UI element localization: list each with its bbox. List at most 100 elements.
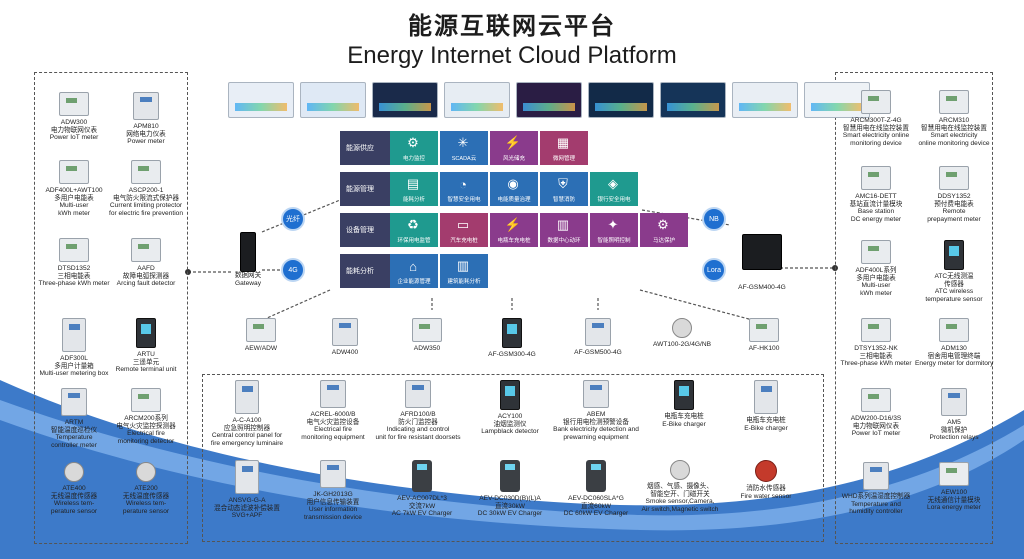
module-label: 能耗分析 [340,254,390,288]
device-label-line: DC 30kW EV Charger [477,510,543,518]
device-label-line: 多用户计量箱 [54,362,94,370]
bottom-device-frame [202,374,824,542]
device-label-line: 油烟监测仪 [493,420,527,428]
device-label-line: online monitoring device [918,139,990,147]
device-label-line: 宿舍用电管理终端 [927,352,981,360]
gateway-label-line: 数据网关 [234,272,262,279]
module-tile[interactable]: ✦智能照明控制 [590,213,638,247]
device-cabinet-icon [235,460,259,494]
module-tile[interactable]: ◔智慧安全用电 [440,172,488,206]
device-label-line: ADF400L系列 [855,267,897,274]
device-label-line: prewarning equipment [563,433,629,441]
dashboard-screenshot-thumbnail [660,82,726,118]
right-device-frame [835,72,993,544]
connector-middle-left [257,289,331,323]
device-item: AF-HK100 [722,318,806,353]
device-label-line: AEV-AC007DL*3 [397,495,447,502]
enterprise-icon: ⌂ [409,258,417,274]
device-din-meter-icon [939,462,969,486]
device-label-line: prepayment meter [927,215,981,223]
thumbnail-chart-bar [667,103,719,111]
device-label-line: E-Bike charger [744,424,788,432]
module-tile[interactable]: ◈银行安全用电 [590,172,638,206]
device-label-line: 交流7kW [408,502,436,510]
device-label-line: JK-GH2013G [313,491,353,498]
device-label-line: Multi-user [59,202,89,210]
module-tile[interactable]: ⛨智慧消防 [540,172,588,206]
left-connector-dot [185,269,191,275]
device-label-line: AFRD100/B [400,411,436,418]
analysis-icon: ▤ [406,176,420,191]
device-label-line: 电气火灾监控设备 [306,418,360,426]
device-din-meter-icon [861,166,891,190]
device-label-line: Smart electricity online [842,132,910,140]
device-label-line: ATE400 [62,485,86,492]
module-tile[interactable]: ▭汽车充电桩 [440,213,488,247]
device-label-line: E-Bike charger [662,420,706,428]
device-label-line: DC energy meter [850,215,902,223]
module-tile-label: 智慧消防 [552,197,575,203]
device-label-line: Smoke sensor,Camera, [645,498,715,506]
module-label: 能源管理 [340,172,390,206]
device-label-line: Three-phase kWh meter [38,280,110,288]
lighting-icon: ✦ [607,217,619,232]
device-din-meter-icon [861,388,891,412]
module-tile[interactable]: ▦微网管理 [540,131,588,165]
module-tile[interactable]: ⚙马达保护 [640,213,688,247]
device-label-line: Fire water sensor [740,492,792,500]
device-label-line: monitoring detector [117,437,175,445]
device-label-line: ATC wireless [934,288,974,296]
left-device-frame [34,72,188,544]
device-label-line: Indicating and control [386,426,450,434]
dashboard-screenshot-thumbnail [732,82,798,118]
module-tile[interactable]: ▥数据中心动环 [540,213,588,247]
device-label-line: User information [308,506,358,514]
thumbnail-chart-bar [595,103,647,111]
device-label-line: 电瓶车充电桩 [746,417,786,424]
device-din-meter-icon [749,318,779,342]
device-label-line: ANSVG-G-A [228,497,266,504]
device-label-line: 故障电弧探测器 [122,272,170,280]
device-label-line: 应急照明控制器 [223,424,271,432]
module-tile-label: 企业能源管理 [397,279,431,285]
device-label-line: 预付费电能表 [934,200,974,208]
module-tile[interactable]: ♻环保用电监管 [390,213,438,247]
device-label-line: 智能温度巡检仪 [50,426,98,434]
module-tile[interactable]: ⚡风光储充 [490,131,538,165]
device-label-line: WHD系列温湿度控制器 [841,493,911,500]
device-label-line: Air switch,Magnetic switch [641,505,719,513]
device-label-line: Smart electricity [930,132,978,140]
module-tile[interactable]: ▤能耗分析 [390,172,438,206]
device-label-line: 电瓶车充电桩 [664,413,704,420]
device-label-line: 智能空开、门磁开关 [650,490,710,498]
module-tile[interactable]: ⌂ 企业能源管理 [390,254,438,288]
device-label-line: ARCM300T-Z-4G [850,117,902,124]
module-tile[interactable]: ▥建筑能耗分析 [440,254,488,288]
module-tile[interactable]: ◉电能质量治理 [490,172,538,206]
connector-middle-right [639,289,761,323]
module-tile-label: 微网管理 [552,156,575,162]
module-tile[interactable]: ⚡电瓶车充电桩 [490,213,538,247]
module-tile[interactable]: ✳SCADA云 [440,131,488,165]
device-label-line: Base station [857,208,895,216]
module-tile[interactable]: ⚙电力监控 [390,131,438,165]
light-wave-band [0,400,1024,531]
device-label-line: perature sensor [50,507,98,515]
device-label-line: ADF300L [60,355,88,362]
device-panel-meter-icon [863,462,889,490]
device-label-line: 基站直流计量模块 [849,200,903,208]
module-label: 能源供应 [340,131,390,165]
